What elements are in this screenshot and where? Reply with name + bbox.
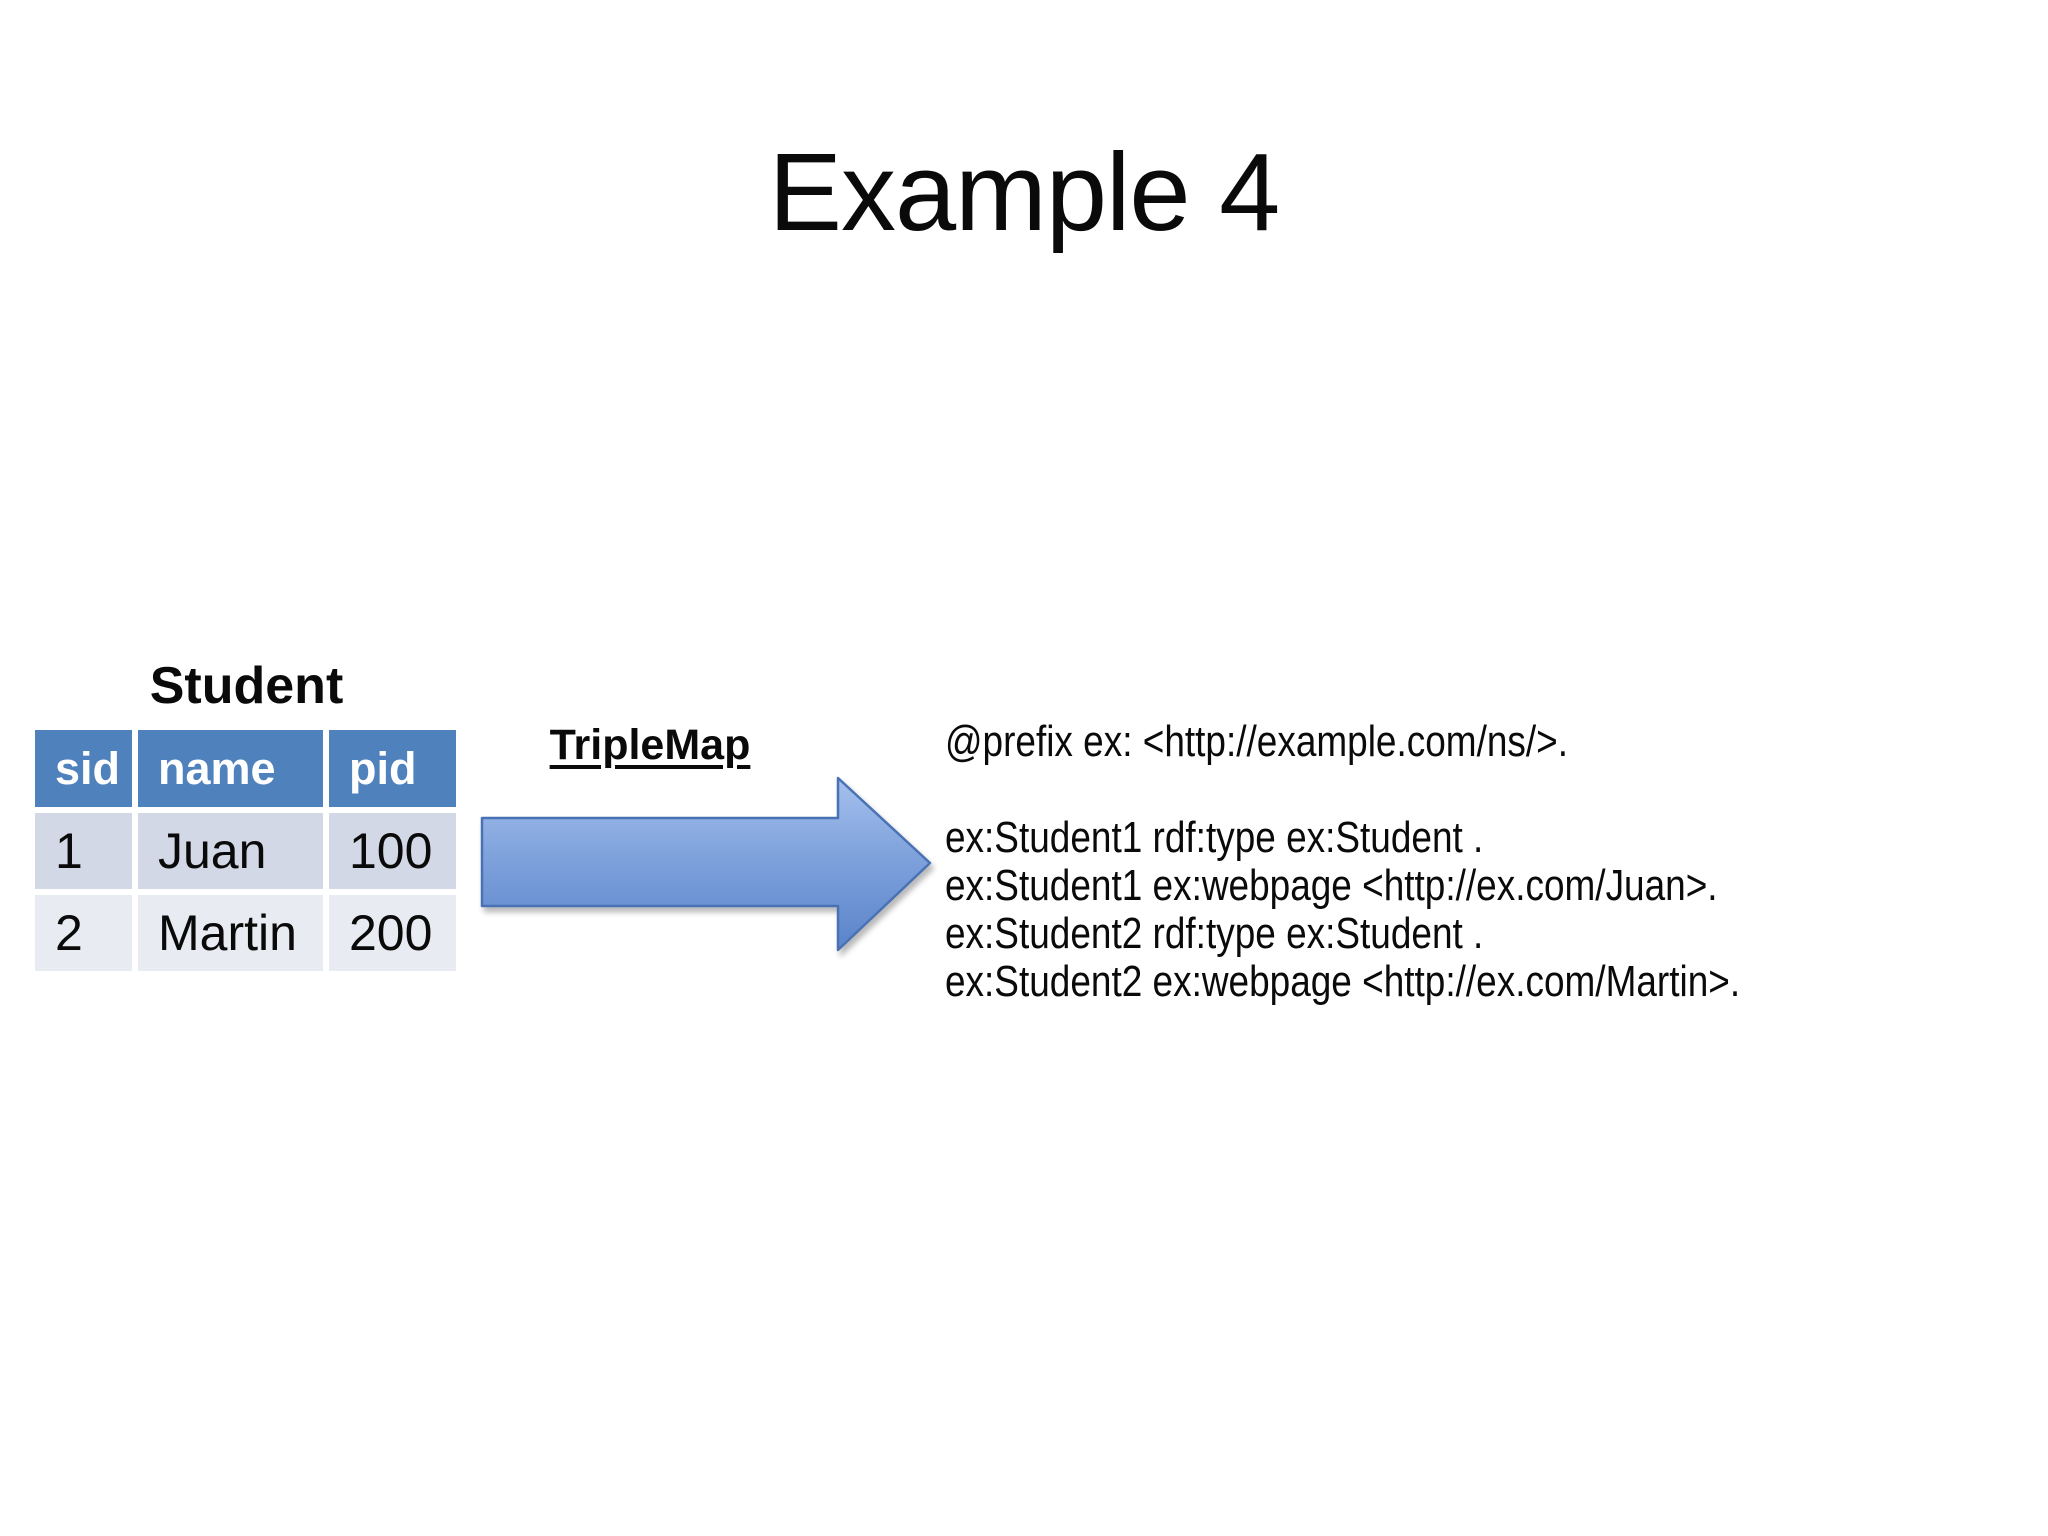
cell-name: Juan [138, 813, 323, 889]
rdf-prefix-line: @prefix ex: <http://example.com/ns/>. [945, 717, 1569, 766]
rdf-triple-line: ex:Student2 rdf:type ex:Student . [945, 909, 1484, 958]
table-row: 2 Martin 200 [35, 895, 456, 971]
cell-sid: 1 [35, 813, 132, 889]
rdf-triple-line: ex:Student1 ex:webpage <http://ex.com/Ju… [945, 861, 1718, 910]
student-table-caption: Student [149, 657, 344, 715]
rdf-output-text: @prefix ex: <http://example.com/ns/>. ex… [945, 718, 1740, 1006]
cell-pid: 100 [329, 813, 456, 889]
cell-pid: 200 [329, 895, 456, 971]
column-header-pid: pid [329, 730, 456, 807]
table-row: 1 Juan 100 [35, 813, 456, 889]
rdf-triple-line: ex:Student1 rdf:type ex:Student . [945, 813, 1484, 862]
student-table-header-row: sid name pid [35, 730, 456, 807]
rdf-blank-line [945, 766, 1740, 814]
right-arrow-icon [480, 776, 932, 952]
column-header-name: name [138, 730, 323, 807]
cell-name: Martin [138, 895, 323, 971]
triplemap-label: TripleMap [549, 721, 751, 769]
slide-title: Example 4 [768, 131, 1281, 254]
column-header-sid: sid [35, 730, 132, 807]
student-table: sid name pid 1 Juan 100 2 Martin 200 [29, 724, 462, 977]
cell-sid: 2 [35, 895, 132, 971]
rdf-triple-line: ex:Student2 ex:webpage <http://ex.com/Ma… [945, 957, 1741, 1006]
